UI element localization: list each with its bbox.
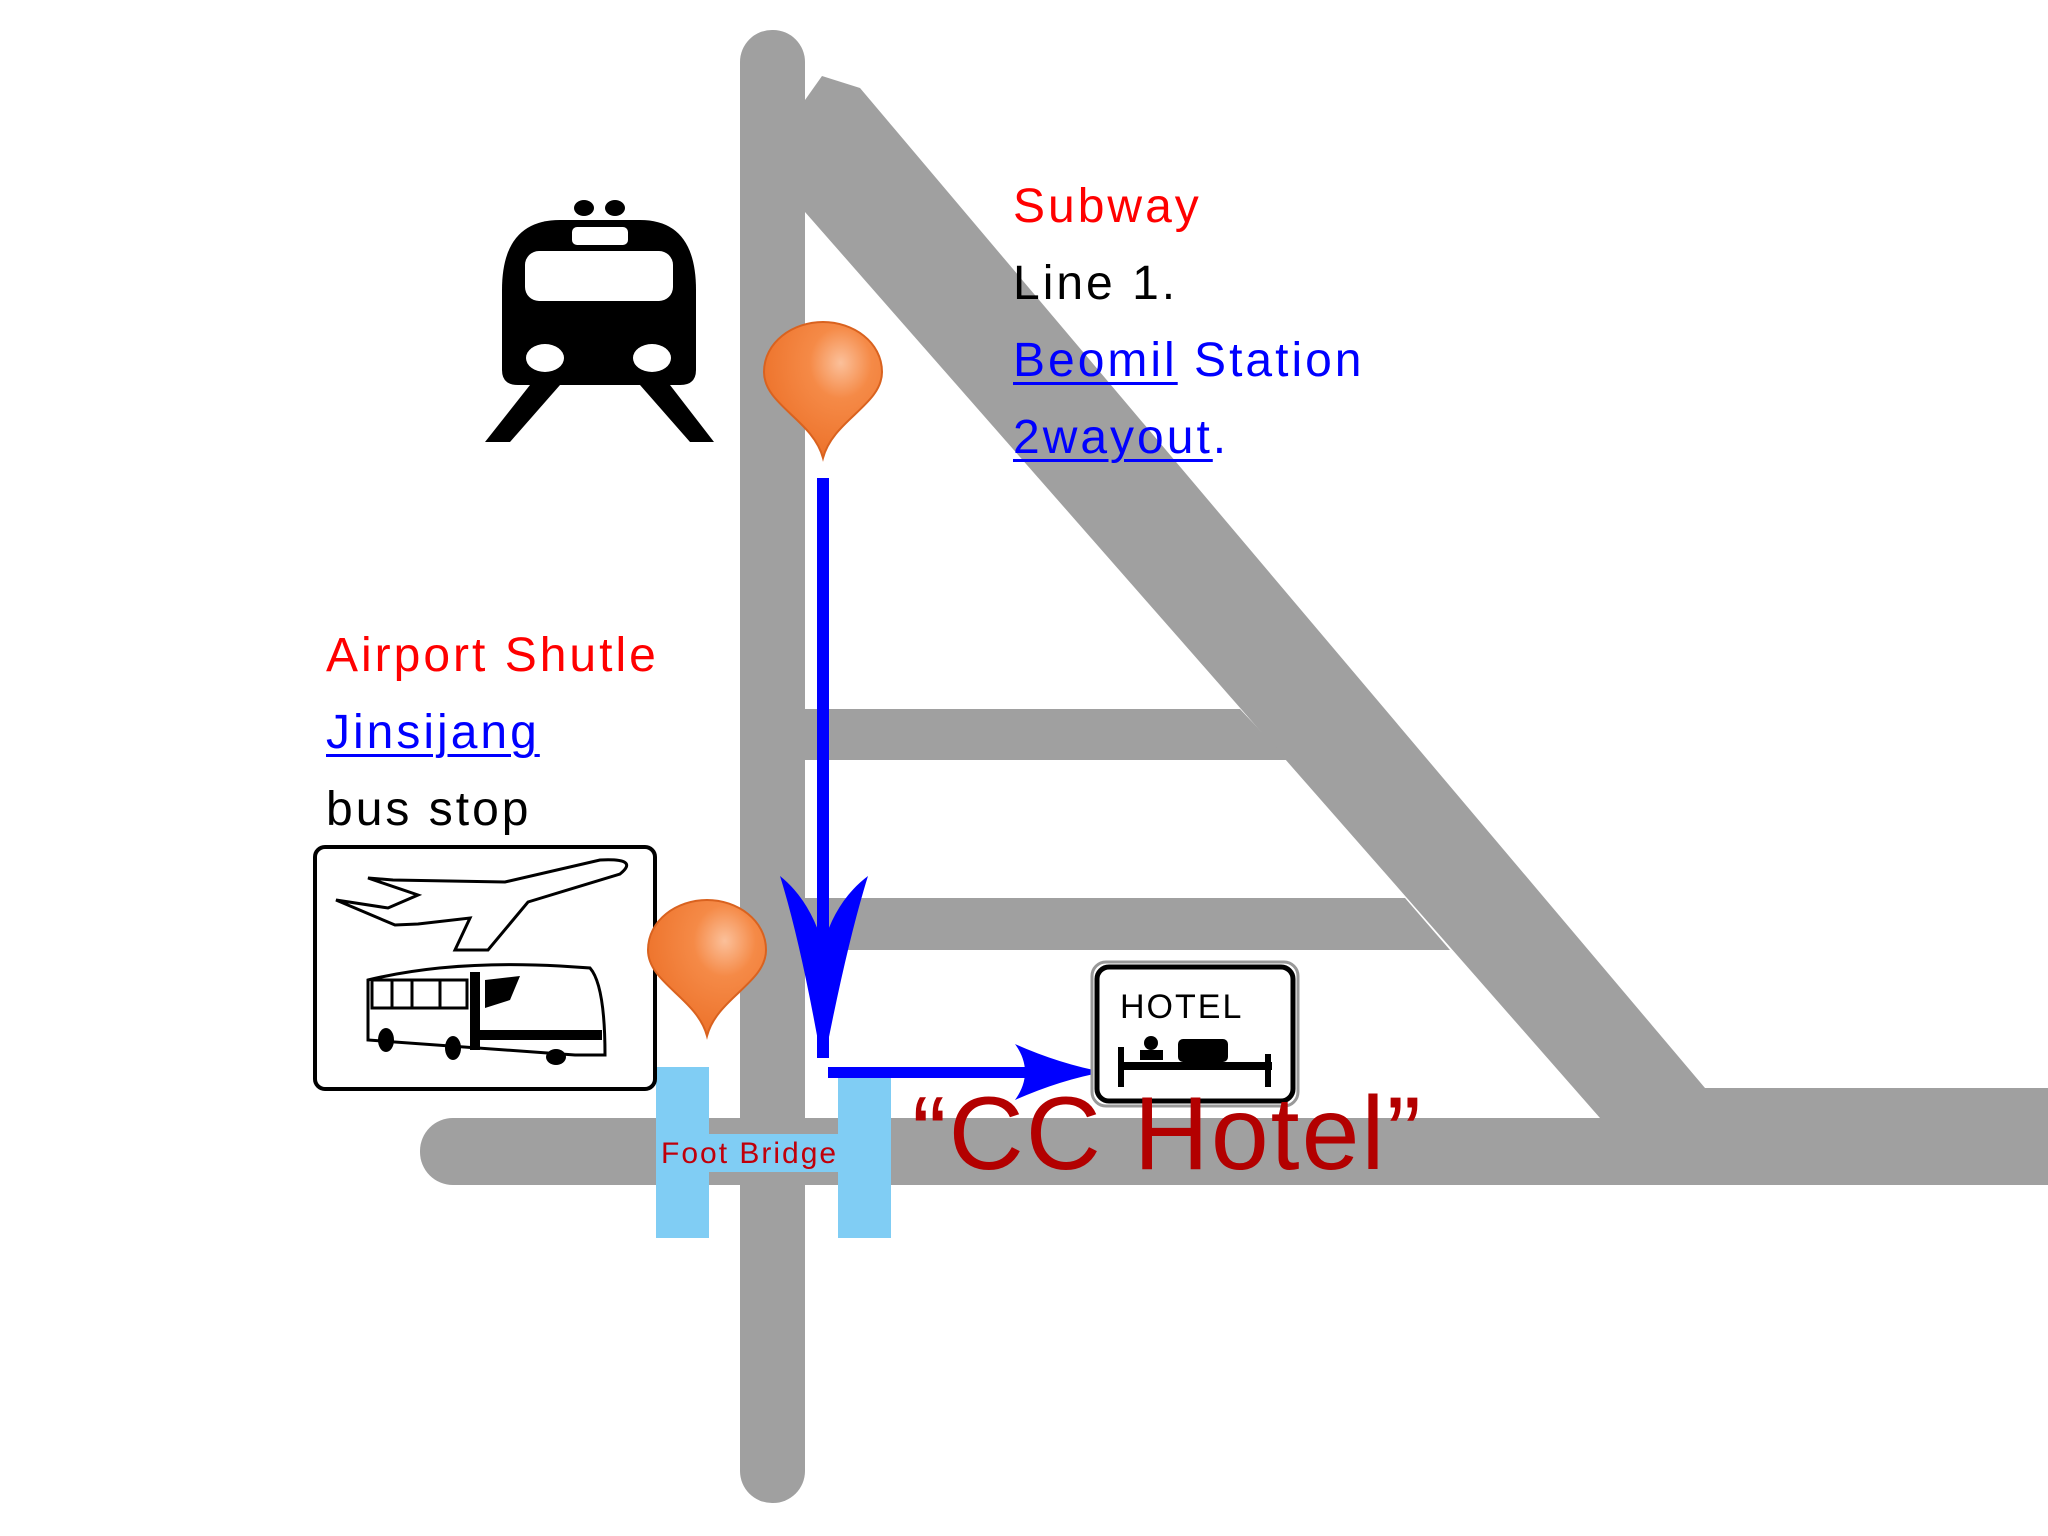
exit-suffix: . [1212, 411, 1230, 464]
road-connector-upper [805, 709, 1288, 760]
airport-bus-icon [313, 845, 657, 1091]
subway-exit: 2wayout. [1013, 414, 1229, 462]
hotel-bed-icon [1090, 960, 1300, 1108]
bus-stop-link[interactable]: Jinsijang [326, 706, 540, 759]
station-suffix: Station [1177, 334, 1365, 387]
subway-exit-pin[interactable] [762, 320, 884, 462]
foot-bridge [656, 1067, 891, 1238]
subway-heading: Subway [1013, 180, 1202, 233]
road-right-avenue [1600, 1088, 2048, 1185]
road-diagonal [805, 76, 1705, 1118]
station-link[interactable]: Beomil [1013, 334, 1178, 387]
roads [420, 30, 2048, 1503]
subway-station: Beomil Station [1013, 337, 1365, 385]
road-connector-lower [805, 898, 1450, 950]
subway-line: Line 1. [1013, 257, 1179, 310]
route-arrow [780, 478, 1104, 1100]
exit-link[interactable]: 2wayout [1013, 411, 1213, 464]
bus-stop-pin[interactable] [646, 898, 768, 1040]
hotel-title: “CC Hotel” [912, 1076, 1424, 1192]
bus-stop-label: bus stop [326, 783, 532, 836]
road-vertical [740, 30, 805, 1503]
hotel-sign-text: HOTEL [1120, 988, 1244, 1026]
foot-bridge-label: Foot Bridge [661, 1137, 839, 1170]
airport-shuttle-heading: Airport Shutle [326, 629, 659, 682]
